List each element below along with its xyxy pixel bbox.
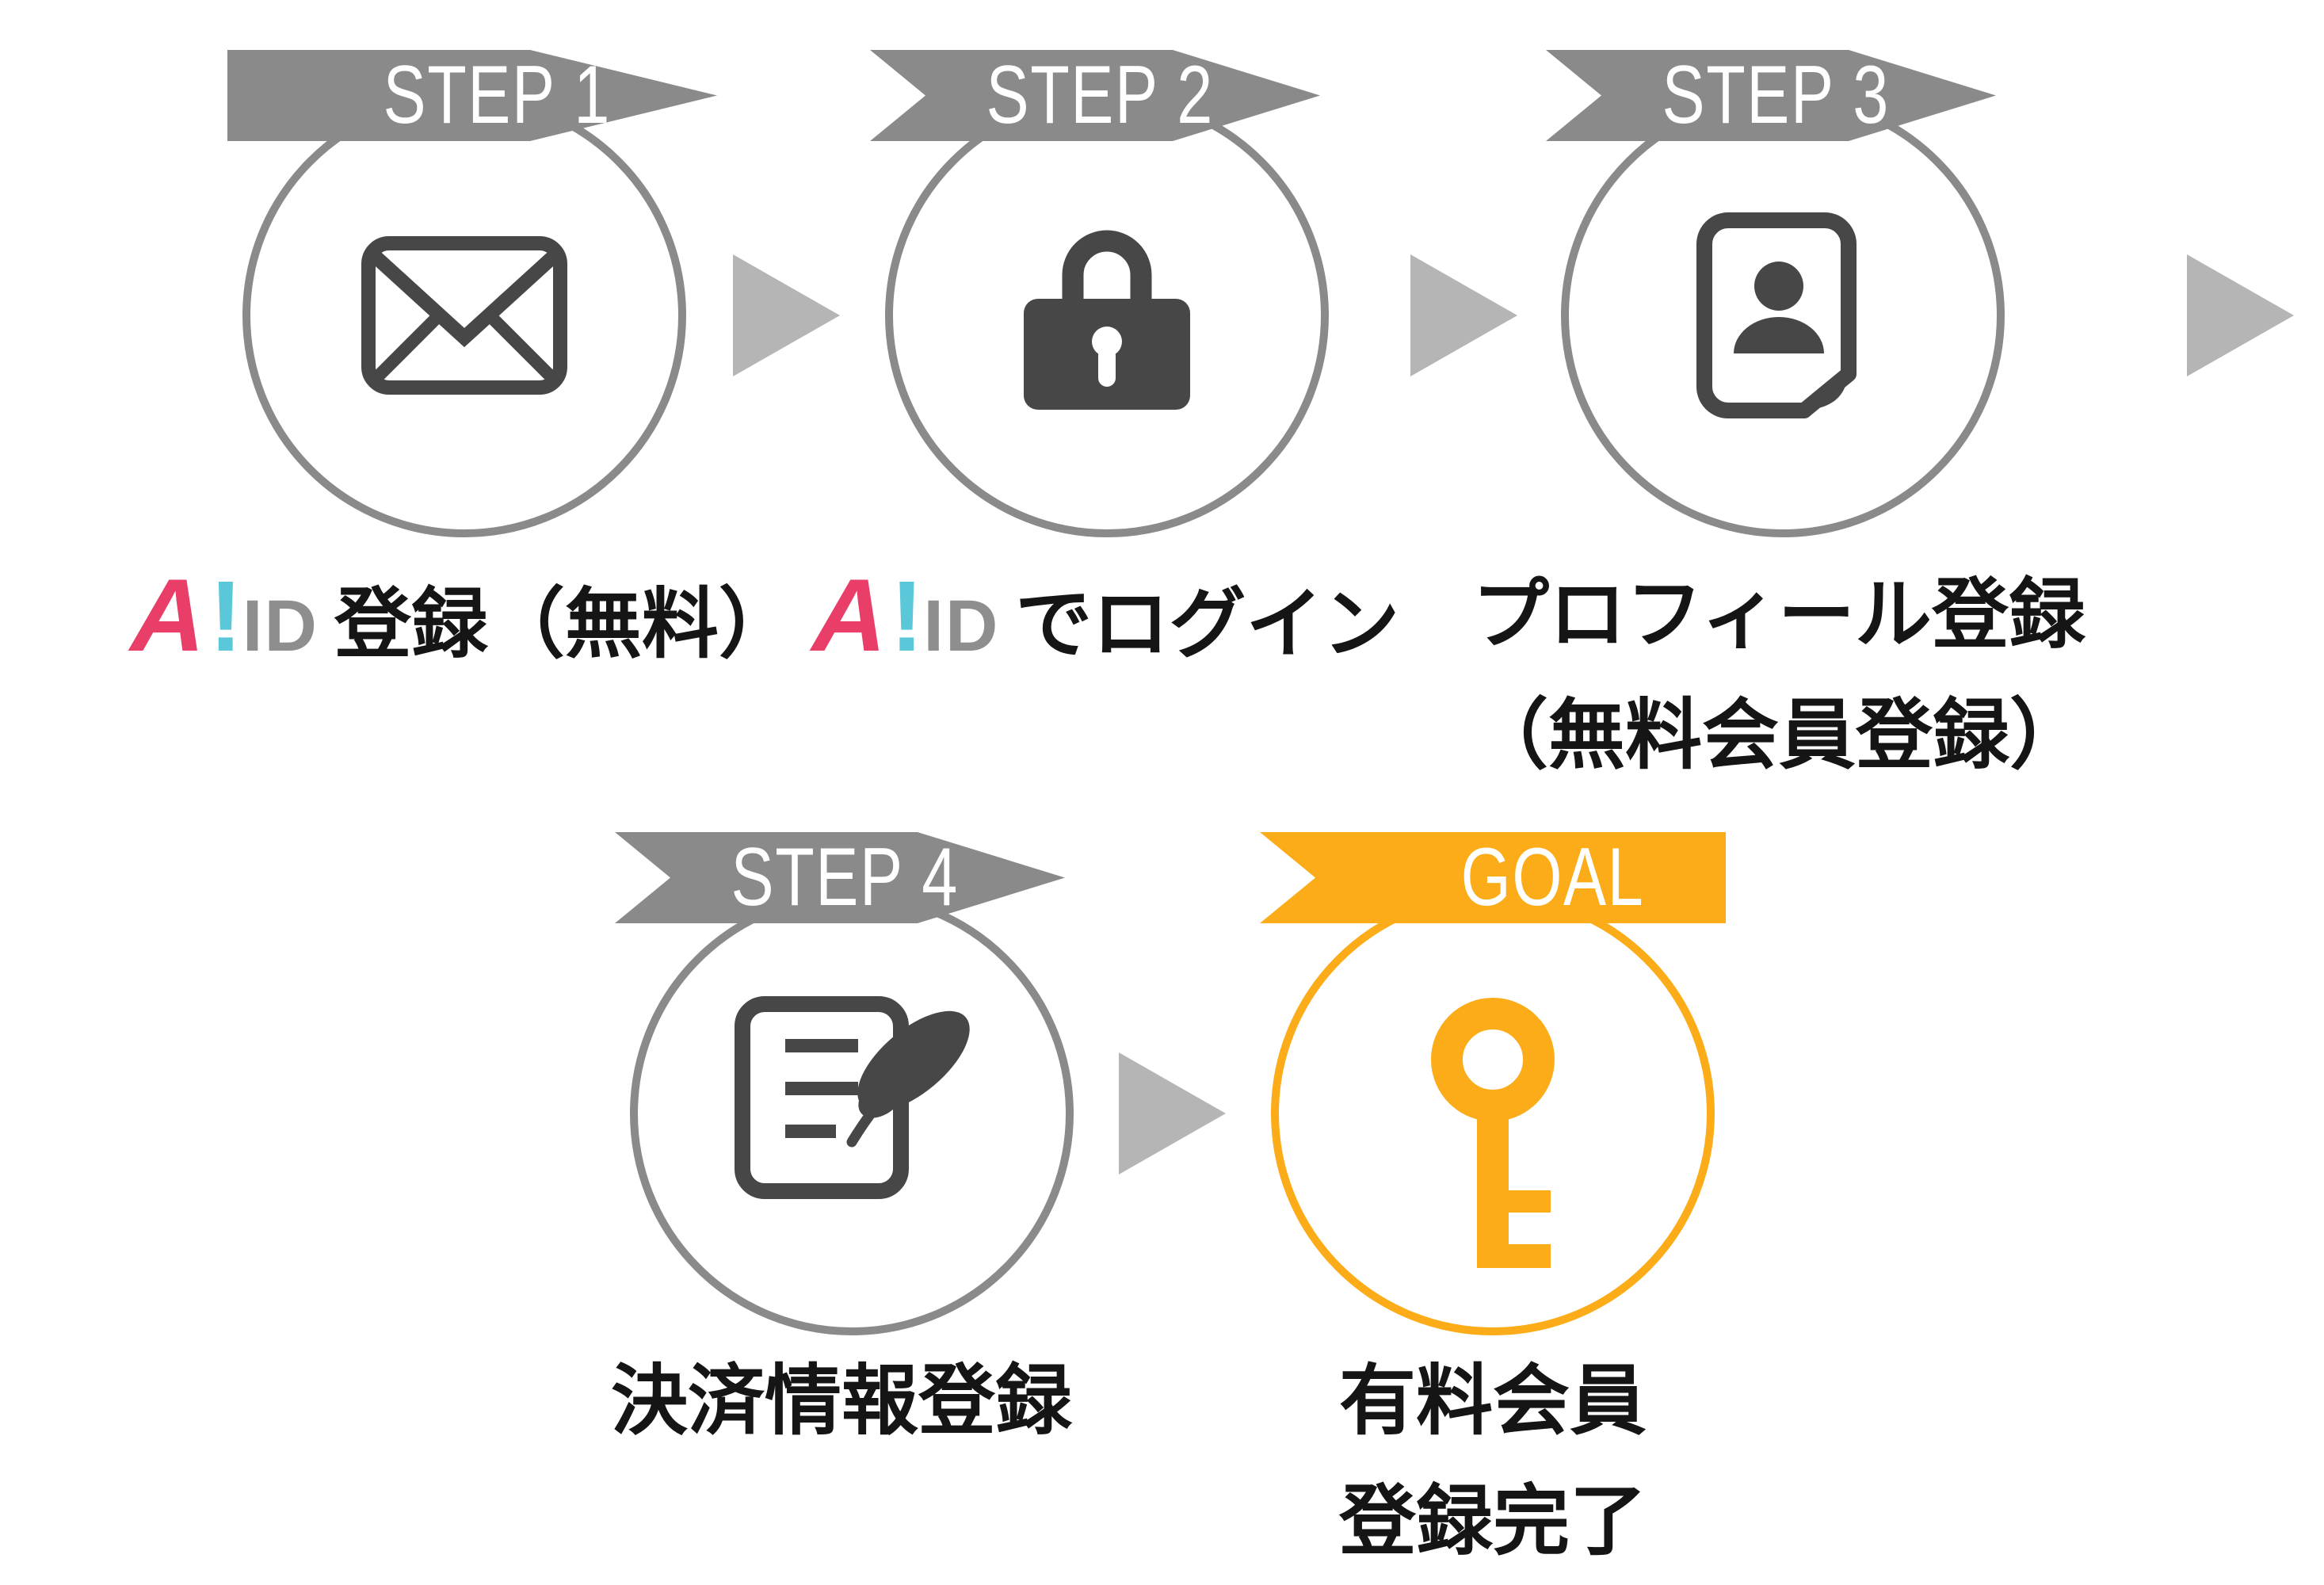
step2-circle — [885, 94, 1329, 537]
aid-logo-bang: ! — [208, 560, 242, 672]
step3-banner: STEP 3 — [1546, 50, 1996, 141]
step2-banner: STEP 2 — [870, 50, 1320, 141]
aid-logo-id: ID — [242, 586, 319, 666]
step4-banner-label: STEP 4 — [731, 831, 959, 923]
step4-label-text: 決済情報登録 — [611, 1358, 1072, 1444]
goal-banner-label: GOAL — [1460, 831, 1644, 923]
step4-label: 決済情報登録 — [485, 1341, 1198, 1461]
arrow-right-icon — [1410, 254, 1517, 376]
step2-banner-label: STEP 2 — [986, 49, 1214, 141]
step1-banner-label: STEP 1 — [383, 49, 611, 141]
arrow-right-icon — [2187, 254, 2294, 376]
document-pen-icon — [735, 996, 970, 1199]
goal-label: 有料会員 登録完了 — [1136, 1341, 1849, 1582]
step4-circle — [630, 892, 1074, 1335]
step1-label-text: 登録（無料） — [334, 581, 796, 667]
goal-circle — [1271, 892, 1715, 1335]
aid-logo-bang: ! — [890, 560, 924, 672]
profile-document-icon — [1696, 212, 1857, 418]
envelope-icon — [361, 236, 567, 395]
step1-circle — [242, 94, 686, 537]
arrow-right-icon — [1119, 1052, 1226, 1174]
step3-label-line2: （無料会員登録） — [1471, 692, 2086, 778]
step3-label-line1: プロフィール登録 — [1471, 571, 2086, 658]
goal-label-line1: 有料会員 — [1339, 1358, 1647, 1444]
goal-label-line2: 登録完了 — [1339, 1478, 1647, 1564]
aid-logo-a: A — [120, 557, 220, 673]
arrow-right-icon — [733, 254, 840, 376]
step1-banner: STEP 1 — [227, 50, 717, 141]
step3-label: プロフィール登録 （無料会員登録） — [1422, 555, 2135, 796]
aid-logo-id: ID — [923, 586, 1000, 666]
goal-banner: GOAL — [1260, 832, 1726, 923]
step3-banner-label: STEP 3 — [1662, 49, 1890, 141]
step4-banner: STEP 4 — [615, 832, 1065, 923]
step3-circle — [1561, 94, 2005, 537]
key-icon — [1431, 998, 1555, 1268]
aid-logo-a: A — [802, 557, 901, 673]
step2-label-text: でログイン — [1015, 581, 1400, 667]
lock-icon — [1024, 230, 1190, 410]
